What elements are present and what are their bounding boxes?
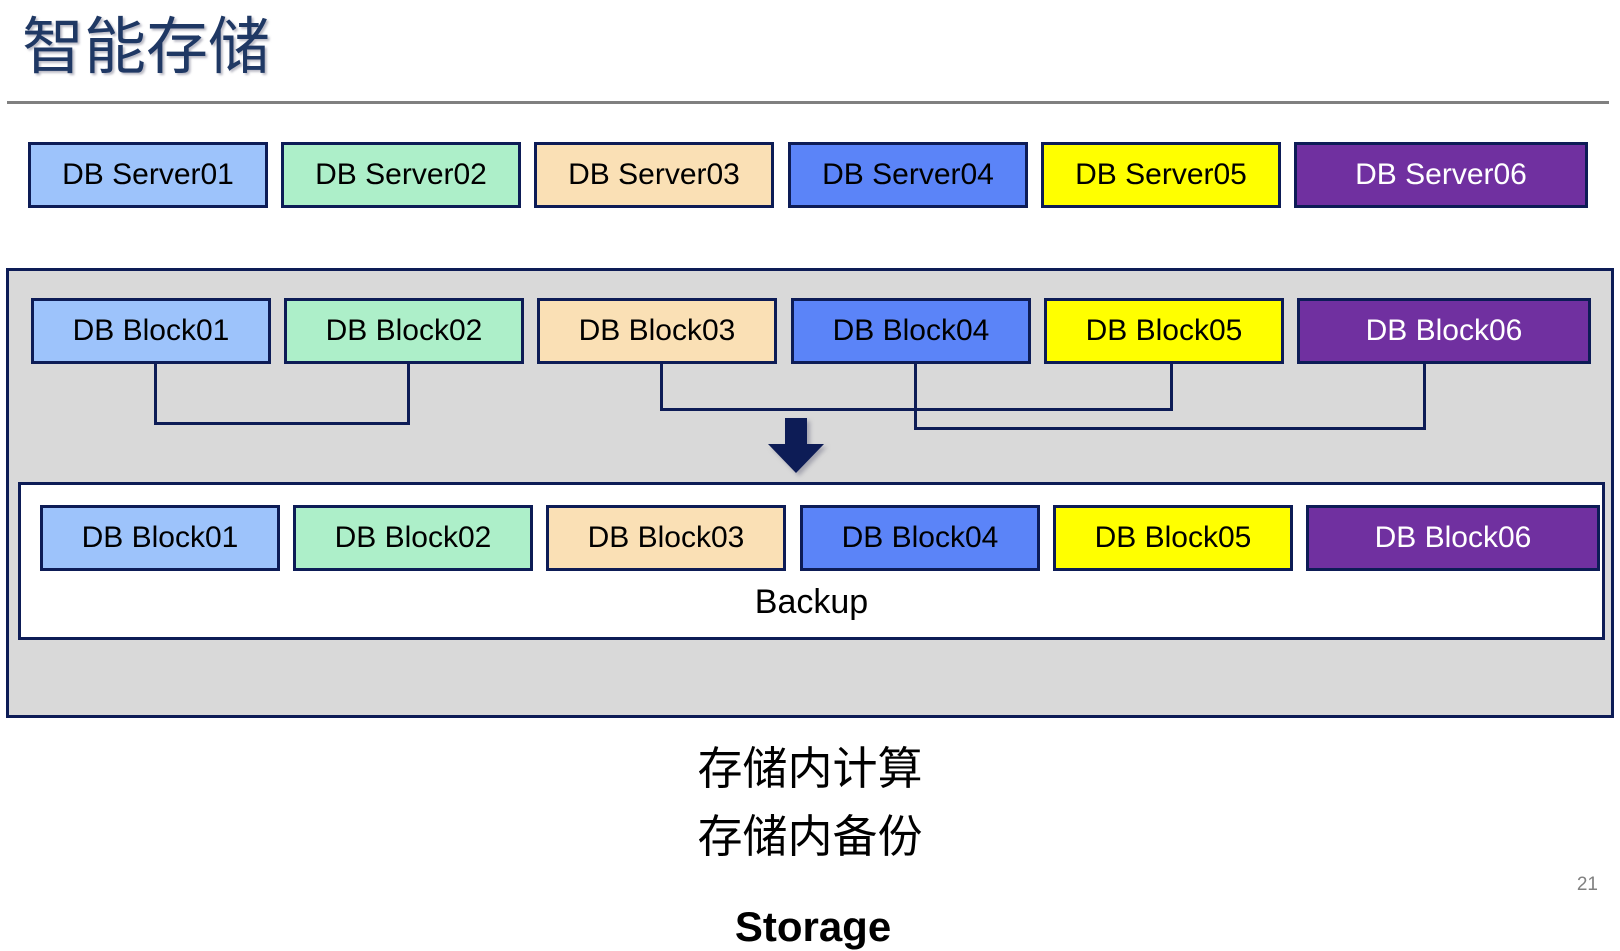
- db-block-box-label: DB Block02: [325, 314, 483, 347]
- title-divider: [7, 101, 1609, 104]
- db-block-box-label: DB Block06: [1365, 314, 1523, 347]
- connector-block01-02-bar: [154, 422, 410, 425]
- page-title: 智能存储: [22, 13, 271, 82]
- db-server-box-label: DB Server04: [822, 158, 994, 191]
- footer-caption: 存储内计算存储内备份: [0, 735, 1620, 871]
- connector-block02-stub: [407, 364, 410, 425]
- db-block-backup-box-5[interactable]: DB Block05: [1053, 505, 1293, 571]
- db-block-box-6[interactable]: DB Block06: [1297, 298, 1591, 364]
- db-block-backup-box-label: DB Block02: [334, 521, 492, 554]
- db-server-box-label: DB Server02: [315, 158, 487, 191]
- db-server-box-5[interactable]: DB Server05: [1041, 142, 1281, 208]
- db-block-box-label: DB Block05: [1085, 314, 1243, 347]
- db-server-box-6[interactable]: DB Server06: [1294, 142, 1588, 208]
- connector-block04-stub: [914, 364, 917, 430]
- connector-block04-06-bar: [914, 427, 1426, 430]
- backup-label: Backup: [754, 583, 869, 621]
- db-server-box-label: DB Server03: [568, 158, 740, 191]
- connector-block06-stub: [1423, 364, 1426, 430]
- db-block-backup-box-label: DB Block04: [841, 521, 999, 554]
- db-block-backup-box-label: DB Block01: [81, 521, 239, 554]
- db-server-box-label: DB Server01: [62, 158, 234, 191]
- db-block-backup-box-3[interactable]: DB Block03: [546, 505, 786, 571]
- db-block-box-1[interactable]: DB Block01: [31, 298, 271, 364]
- page-number: 21: [1576, 874, 1598, 895]
- storage-container: DB Block01 DB Block02 DB Block03 DB Block04…: [6, 268, 1614, 950]
- connector-block05-stub: [1170, 364, 1173, 411]
- db-server-box-3[interactable]: DB Server03: [534, 142, 774, 208]
- db-server-box-2[interactable]: DB Server02: [281, 142, 521, 208]
- db-block-box-2[interactable]: DB Block02: [284, 298, 524, 364]
- db-block-backup-box-label: DB Block06: [1374, 521, 1532, 554]
- db-block-box-label: DB Block03: [578, 314, 736, 347]
- db-block-box-label: DB Block01: [72, 314, 230, 347]
- db-block-backup-box-4[interactable]: DB Block04: [800, 505, 1040, 571]
- db-block-box-label: DB Block04: [832, 314, 990, 347]
- down-arrow-icon: [768, 418, 824, 473]
- db-server-box-1[interactable]: DB Server01: [28, 142, 268, 208]
- db-block-box-4[interactable]: DB Block04: [791, 298, 1031, 364]
- db-block-backup-box-label: DB Block05: [1094, 521, 1252, 554]
- db-server-box-label: DB Server06: [1355, 158, 1527, 191]
- connector-block01-stub: [154, 364, 157, 425]
- db-block-box-3[interactable]: DB Block03: [537, 298, 777, 364]
- storage-label: Storage: [734, 903, 892, 950]
- db-block-backup-box-1[interactable]: DB Block01: [40, 505, 280, 571]
- db-server-box-label: DB Server05: [1075, 158, 1247, 191]
- db-block-box-5[interactable]: DB Block05: [1044, 298, 1284, 364]
- backup-panel: DB Block01 DB Block02 DB Block03 DB Block04…: [18, 482, 1605, 640]
- connector-block03-stub: [660, 364, 663, 411]
- db-server-box-4[interactable]: DB Server04: [788, 142, 1028, 208]
- db-block-backup-box-2[interactable]: DB Block02: [293, 505, 533, 571]
- footer-line-1: 存储内计算: [697, 743, 923, 794]
- db-block-backup-box-6[interactable]: DB Block06: [1306, 505, 1600, 571]
- footer-line-2: 存储内备份: [697, 811, 923, 862]
- db-block-backup-box-label: DB Block03: [587, 521, 745, 554]
